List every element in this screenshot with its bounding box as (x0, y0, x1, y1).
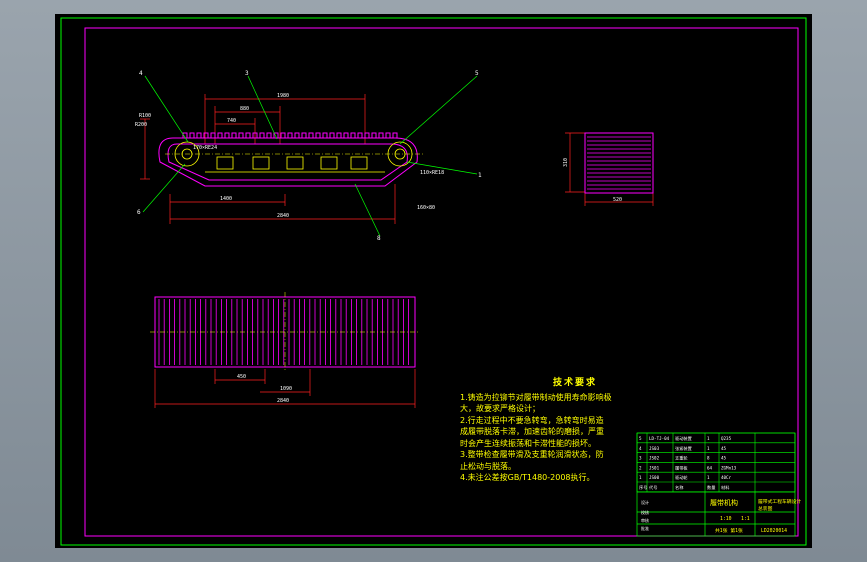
drawing-code: LD2020014 (761, 528, 787, 534)
drawing-svg: 4 3 5 1 6 8 1980 880 740 1400 2840 R100 … (60, 17, 807, 546)
balloon-5: 5 (475, 70, 479, 77)
parts-cell: 材料 (721, 484, 730, 491)
dim-520: 520 (613, 197, 622, 203)
dim-880: 880 (240, 106, 249, 112)
dim-2840: 2840 (277, 213, 289, 219)
dim-1980: 1980 (277, 93, 289, 99)
technical-requirements: 技术要求 1.铸造为拉铆节对履带制动使用寿命影响极 大，故要求严格设计； 2.行… (460, 378, 660, 484)
scale-value: 1:1 (741, 516, 750, 522)
balloon-6: 6 (137, 209, 141, 216)
parts-cell: JS03 (649, 446, 660, 451)
parts-cell: 1 (707, 436, 710, 441)
parts-cell: 履带板 (675, 464, 688, 471)
parts-cell: 驱动装置 (675, 435, 692, 442)
dim-1400: 1400 (220, 196, 232, 202)
parts-cell: 驱动轮 (675, 474, 688, 481)
parts-cell: 3 (639, 456, 642, 461)
note-line: 4.未注公差按GB/T1480-2008执行。 (460, 473, 595, 482)
parts-cell: JS02 (649, 456, 660, 461)
balloon-1: 1 (478, 172, 482, 179)
balloon-8: 8 (377, 235, 381, 242)
drawing-canvas[interactable]: 4 3 5 1 6 8 1980 880 740 1400 2840 R100 … (55, 14, 812, 548)
plan-view: 450 1090 2840 (150, 292, 420, 408)
note-line: 2.行走过程中不要急转弯，急转弯时易造 (460, 415, 604, 425)
parts-cell: 序号 (639, 484, 647, 491)
outer-frame (60, 17, 807, 546)
parts-cell: 64 (707, 465, 713, 470)
parts-cell: JS00 (649, 475, 660, 480)
parts-cell: 张紧装置 (675, 445, 692, 452)
parts-cell: 支重轮 (675, 455, 688, 462)
balloon-3: 3 (245, 70, 249, 77)
note-line: 止松动与脱落。 (460, 461, 516, 471)
inner-frame (84, 27, 799, 537)
dim-310: 310 (563, 158, 569, 167)
notes-title: 技术要求 (552, 378, 597, 388)
parts-cell: 名称 (675, 484, 683, 491)
parts-cell: 代号 (649, 484, 657, 491)
svg-text:设计: 设计 (641, 499, 649, 505)
title-block: 5 LD-TJ-04 驱动装置 1 Q235 4 JS03 张紧装置 1 45 3 JS02 支重轮 8 4… (636, 432, 801, 537)
parts-cell: JS01 (649, 465, 660, 470)
sheet-value: 1:10 (720, 516, 732, 522)
note-line: 1.铸造为拉铆节对履带制动使用寿命影响极 (460, 392, 612, 402)
parts-cell: 1 (639, 475, 642, 480)
note-line: 时会产生连续振荡和卡滞性能的损坏。 (460, 438, 596, 448)
dim-450: 450 (237, 374, 246, 380)
end-view: 310 520 (563, 132, 654, 206)
balloon-4a: 4 (139, 70, 143, 77)
svg-text:校核: 校核 (641, 509, 649, 515)
parts-cell: 45 (721, 456, 727, 461)
parts-cell: ZGMn13 (721, 465, 737, 470)
dim-170re24: 170×RE24 (193, 145, 217, 151)
drawing-name: 履带机构 (710, 498, 738, 507)
dim-2840-plan: 2840 (277, 398, 289, 404)
dim-r200: R200 (135, 122, 147, 128)
dim-r100: R100 (139, 113, 151, 119)
parts-cell: 40Cr (721, 475, 732, 480)
sheet-count: 共1张 第1张 (715, 527, 743, 534)
parts-cell: 4 (639, 446, 642, 451)
parts-cell: 45 (721, 446, 727, 451)
parts-cell: Q235 (721, 436, 732, 441)
parts-cell: 5 (639, 436, 642, 441)
dim-1090: 1090 (280, 386, 292, 392)
parts-cell: LD-TJ-04 (649, 436, 670, 441)
parts-cell: 8 (707, 456, 710, 461)
parts-cell: 1 (707, 446, 710, 451)
parts-cell: 2 (639, 465, 642, 470)
svg-text:审核: 审核 (641, 517, 649, 523)
drawing-sub: 总装图 (758, 505, 773, 512)
dim-160x80: 160×80 (417, 205, 435, 211)
dim-110re18: 110×RE18 (420, 170, 444, 176)
parts-cell: 数量 (707, 484, 715, 491)
company-name: 履带式工程车辆设计 (758, 498, 801, 505)
note-line: 成履带脱落卡滞，加速齿轮的磨损，严重 (460, 427, 604, 436)
dim-740: 740 (227, 118, 236, 124)
note-line: 3.整带检查履带滑及支重轮润滑状态，防 (460, 450, 604, 459)
side-view: 4 3 5 1 6 8 1980 880 740 1400 2840 R100 … (135, 70, 482, 242)
svg-text:批准: 批准 (641, 525, 649, 531)
parts-cell: 1 (707, 475, 710, 480)
note-line: 大，故要求严格设计； (460, 404, 540, 413)
